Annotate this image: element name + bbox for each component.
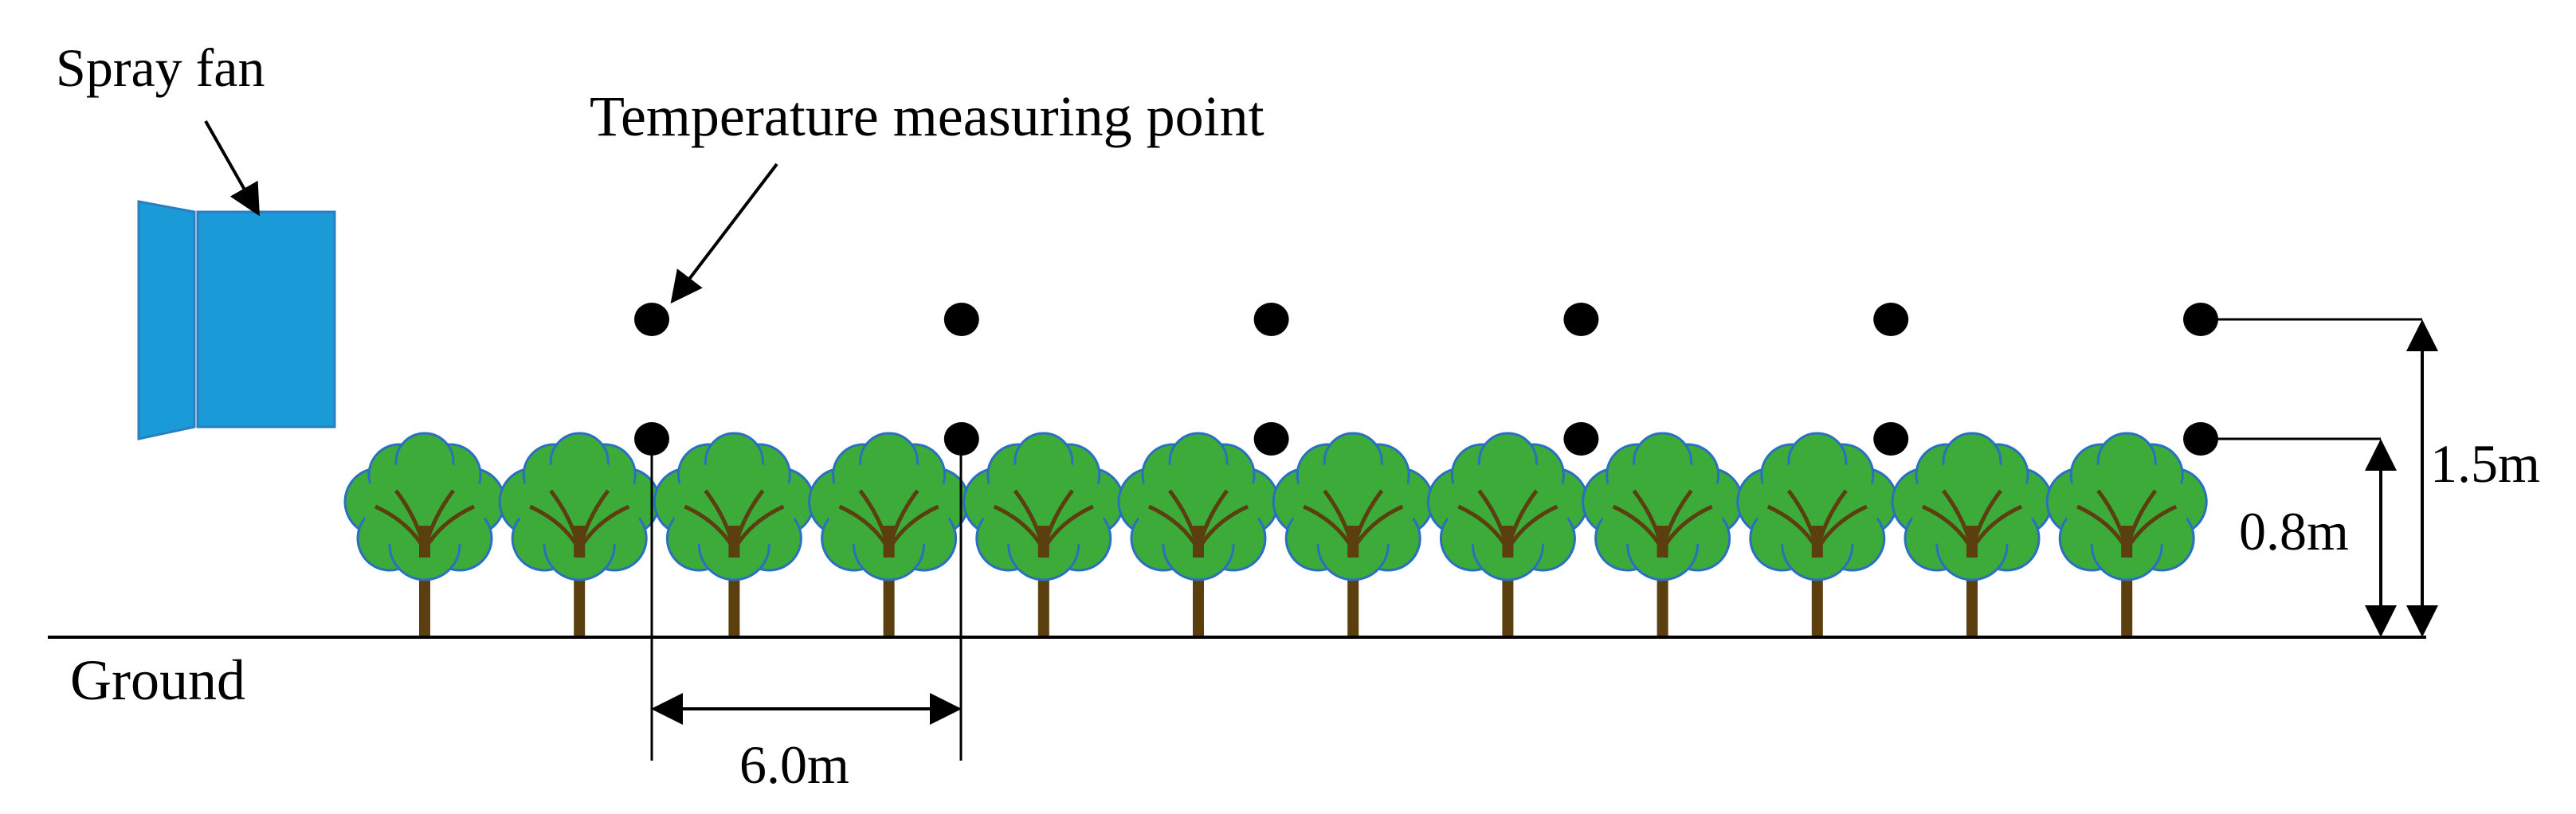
tree-icon <box>498 432 661 637</box>
tree-icon <box>1582 432 1744 637</box>
tree-icon <box>2045 432 2208 637</box>
tree-trunk-upper <box>1037 526 1049 558</box>
measuring-point-pointer <box>670 162 778 304</box>
tree-canopy-core <box>517 460 642 552</box>
tree-icon <box>1891 432 2053 637</box>
tree-icon <box>963 432 1125 637</box>
measuring-point-icon <box>2183 422 2218 456</box>
tree-canopy-core <box>1910 460 2034 552</box>
tree-trunk-upper <box>1193 526 1204 558</box>
tree-row <box>343 432 2208 637</box>
measuring-point-icon <box>943 303 979 336</box>
tree-icon <box>1736 432 1899 637</box>
tree-icon <box>808 432 970 637</box>
measuring-point-icon <box>1873 422 1909 456</box>
tree-trunk-upper <box>2121 526 2133 558</box>
tree-canopy-core <box>363 460 487 552</box>
tree-canopy-core <box>981 460 1106 552</box>
measuring-point-icon <box>2183 303 2218 336</box>
tree-canopy-core <box>2064 460 2190 552</box>
tree-canopy-core <box>1291 460 1416 552</box>
tree-canopy-core <box>1445 460 1570 552</box>
measuring-point-icon <box>1253 303 1289 336</box>
height-dimensions: 0.8m 1.5m <box>2209 318 2540 637</box>
tree-trunk-upper <box>1966 526 1978 558</box>
tree-icon <box>653 432 815 637</box>
measuring-point-icon <box>1253 422 1289 456</box>
tree-canopy-core <box>826 460 951 552</box>
ground-label: Ground <box>70 648 245 712</box>
measuring-point-icon <box>1563 422 1599 456</box>
measuring-point-icon <box>1873 303 1909 336</box>
tree-trunk-upper <box>1502 526 1514 558</box>
measuring-points <box>634 303 2218 456</box>
spacing-label: 6.0m <box>739 734 849 795</box>
high-height-label: 1.5m <box>2430 433 2540 494</box>
tree-canopy-core <box>1755 460 1880 552</box>
tree-icon <box>1272 432 1434 637</box>
tree-trunk-upper <box>883 526 895 558</box>
low-height-label: 0.8m <box>2239 501 2349 562</box>
tree-icon <box>1117 432 1280 637</box>
tree-trunk-upper <box>728 526 740 558</box>
tree-trunk-upper <box>419 526 430 558</box>
spray-fan-front-panel <box>196 210 336 429</box>
tree-canopy-core <box>1600 460 1725 552</box>
tree-trunk-upper <box>1811 526 1823 558</box>
tree-trunk-upper <box>1657 526 1668 558</box>
tree-trunk-upper <box>1347 526 1359 558</box>
spray-fan-side-panel <box>137 200 196 440</box>
measuring-point-icon <box>634 303 669 336</box>
tree-icon <box>343 432 506 637</box>
spray-fan-icon <box>137 200 336 440</box>
spray-fan-label: Spray fan <box>56 37 265 98</box>
measuring-point-label: Temperature measuring point <box>590 84 1264 148</box>
tree-icon <box>1426 432 1589 637</box>
spray-fan-pointer <box>204 120 260 217</box>
tree-trunk-upper <box>574 526 586 558</box>
measuring-point-icon <box>1563 303 1599 336</box>
tree-canopy-core <box>1136 460 1261 552</box>
spacing-dimension: 6.0m <box>650 436 963 795</box>
tree-canopy-core <box>672 460 797 552</box>
